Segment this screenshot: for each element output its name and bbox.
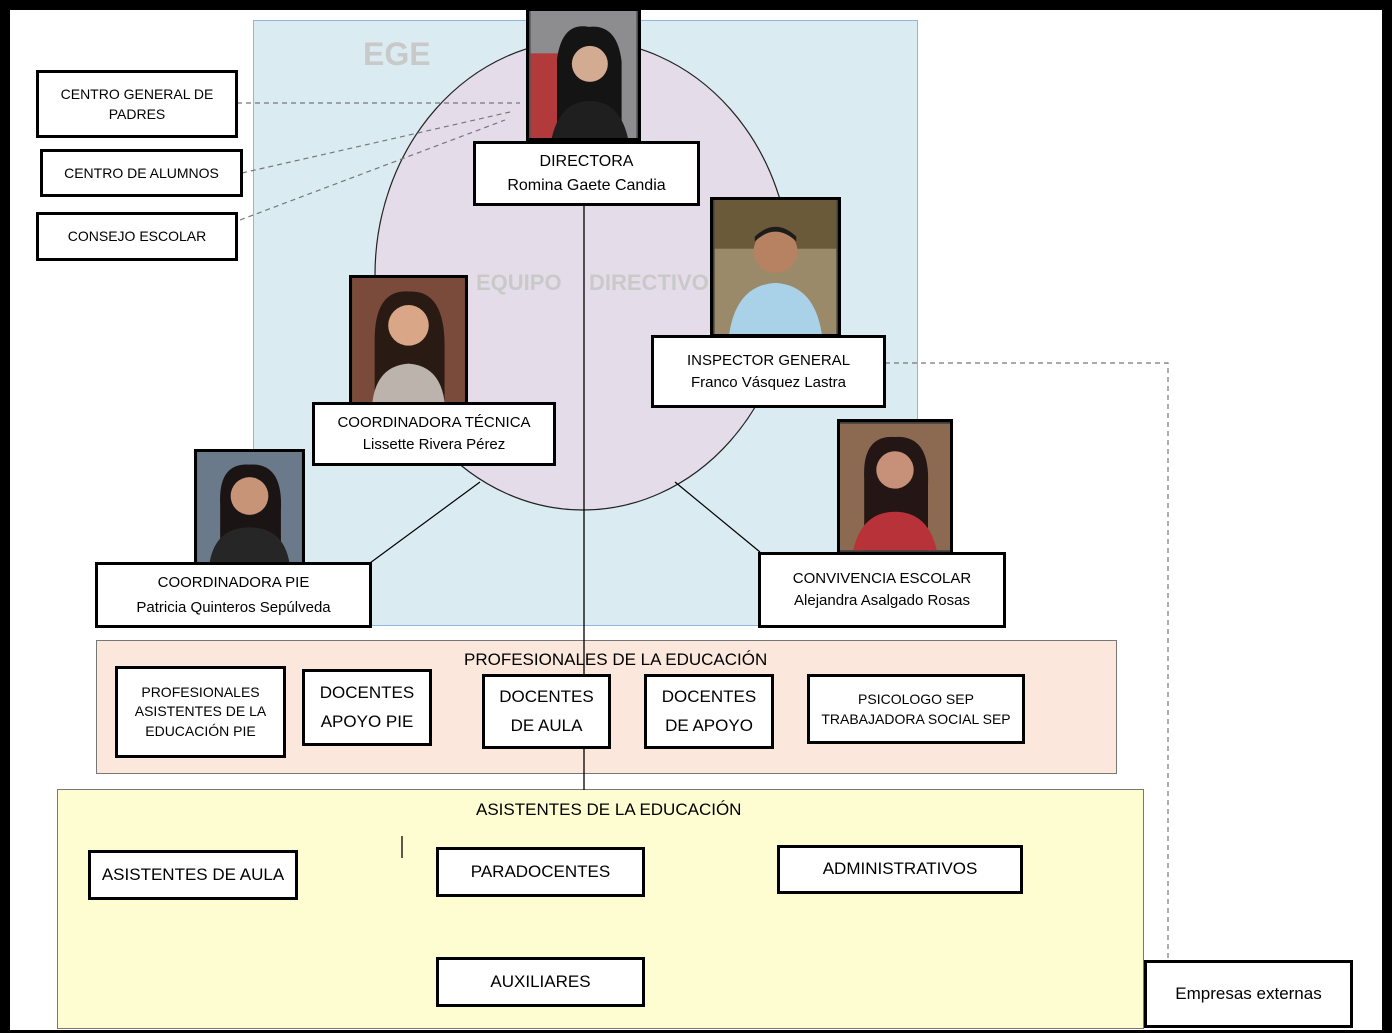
auxiliares-label: AUXILIARES [490, 971, 591, 991]
coord-tecnica-role: COORDINADORA TÉCNICA [337, 414, 531, 432]
coord-pie-role: COORDINADORA PIE [157, 573, 310, 591]
asistentes-aula-label: ASISTENTES DE AULA [101, 864, 285, 884]
paradocentes-box: PARADOCENTES [436, 847, 645, 897]
directora-photo [526, 8, 641, 141]
empresas-externas-label: Empresas externas [1175, 983, 1322, 1003]
docentes-de-apoyo-line2: DE APOYO [665, 715, 753, 735]
centro-padres-line1: CENTRO GENERAL DE [60, 85, 214, 102]
asistentes-title: ASISTENTES DE LA EDUCACIÓN [476, 800, 742, 819]
auxiliares-box: AUXILIARES [436, 957, 645, 1007]
inspector-name: Franco Vásquez Lastra [690, 373, 847, 391]
inspector-box: INSPECTOR GENERAL Franco Vásquez Lastra [651, 335, 886, 408]
coord-pie-photo [194, 449, 305, 565]
docentes-de-apoyo-line1: DOCENTES [661, 687, 757, 707]
empresas-externas-box: Empresas externas [1144, 960, 1353, 1028]
docentes-apoyo-pie-line2: APOYO PIE [320, 711, 414, 731]
prof-asistentes-pie-line3: EDUCACIÓN PIE [145, 722, 256, 739]
convivencia-role: CONVIVENCIA ESCOLAR [792, 570, 972, 588]
person-photo-icon [352, 278, 465, 402]
profesionales-title: PROFESIONALES DE LA EDUCACIÓN [464, 650, 768, 669]
equipo-label: EQUIPO [476, 270, 562, 295]
trabajadora-social-line: TRABAJADORA SOCIAL SEP [821, 711, 1011, 727]
coord-tecnica-photo [349, 275, 468, 405]
directivo-label: DIRECTIVO [589, 270, 709, 295]
prof-asistentes-pie-box: PROFESIONALES ASISTENTES DE LA EDUCACIÓN P… [115, 666, 286, 758]
inspector-photo [710, 197, 841, 337]
centro-alumnos-label: CENTRO DE ALUMNOS [64, 164, 219, 181]
asistentes-aula-box: ASISTENTES DE AULA [88, 850, 298, 900]
prof-asistentes-pie-line1: PROFESIONALES [141, 683, 260, 700]
centro-padres-line2: PADRES [108, 106, 166, 122]
prof-asistentes-pie-line2: ASISTENTES DE LA [134, 703, 267, 720]
centro-padres-box: CENTRO GENERAL DE PADRES [36, 70, 238, 138]
consejo-escolar-box: CONSEJO ESCOLAR [36, 212, 238, 261]
person-photo-icon [840, 423, 950, 551]
person-photo-icon [530, 11, 637, 138]
psicologo-line: PSICOLOGO SEP [858, 690, 974, 707]
coord-tecnica-box: COORDINADORA TÉCNICA Lissette Rivera Pére… [312, 402, 556, 466]
directora-box: DIRECTORA Romina Gaete Candia [473, 141, 700, 206]
centro-alumnos-box: CENTRO DE ALUMNOS [40, 149, 243, 197]
directora-role: DIRECTORA [539, 153, 634, 171]
convivencia-box: CONVIVENCIA ESCOLAR Alejandra Asalgado Ro… [758, 552, 1006, 628]
convivencia-photo [837, 419, 953, 555]
docentes-apoyo-pie-box: DOCENTES APOYO PIE [302, 669, 432, 746]
docentes-aula-box: DOCENTES DE AULA [482, 674, 611, 749]
coord-pie-box: COORDINADORA PIE Patricia Quinteros Sepúl… [95, 562, 372, 628]
directora-name: Romina Gaete Candia [507, 176, 666, 194]
docentes-aula-line2: DE AULA [510, 715, 583, 735]
coord-tecnica-name: Lissette Rivera Pérez [362, 436, 506, 453]
person-photo-icon [197, 452, 302, 562]
person-photo-icon [714, 200, 837, 334]
docentes-apoyo-pie-line1: DOCENTES [319, 683, 415, 703]
psicologo-trabajadora-box: PSICOLOGO SEP TRABAJADORA SOCIAL SEP [807, 674, 1025, 744]
administrativos-box: ADMINISTRATIVOS [777, 845, 1023, 894]
administrativos-label: ADMINISTRATIVOS [822, 859, 978, 879]
coord-pie-name: Patricia Quinteros Sepúlveda [136, 599, 331, 616]
docentes-aula-line1: DOCENTES [499, 687, 594, 707]
convivencia-name: Alejandra Asalgado Rosas [794, 592, 970, 609]
paradocentes-label: PARADOCENTES [470, 861, 611, 881]
docentes-de-apoyo-box: DOCENTES DE APOYO [644, 674, 774, 749]
ege-label: EGE [363, 36, 431, 72]
consejo-escolar-label: CONSEJO ESCOLAR [67, 228, 207, 245]
inspector-role: INSPECTOR GENERAL [686, 351, 851, 369]
